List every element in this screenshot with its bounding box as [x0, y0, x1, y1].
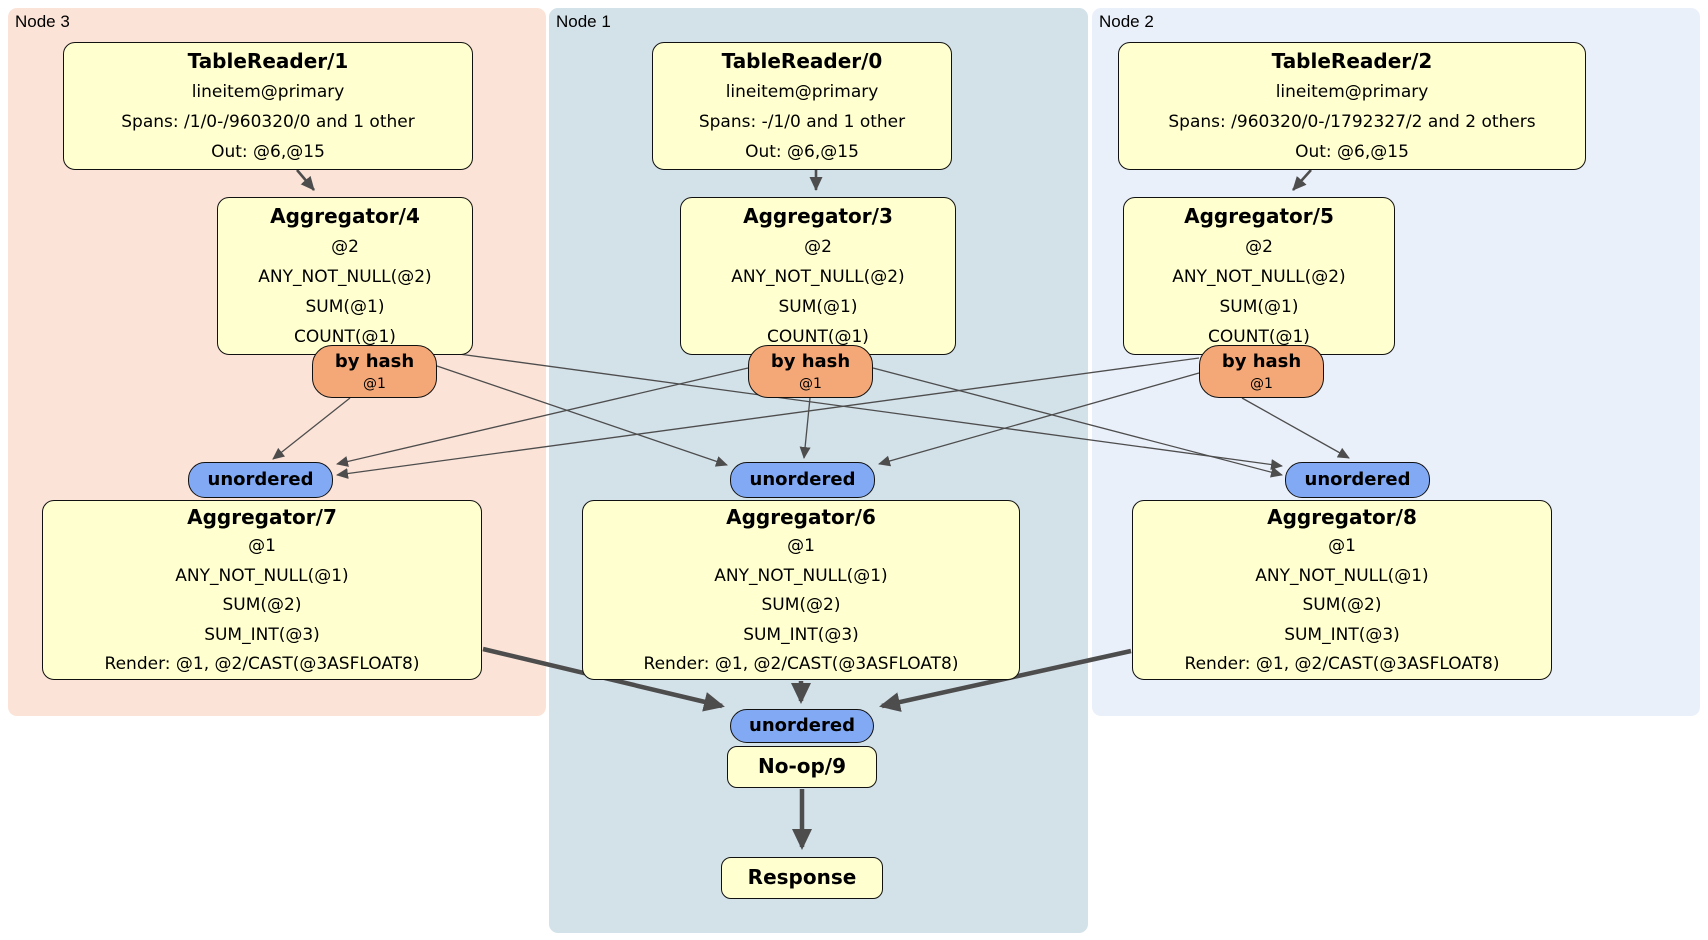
operator-title: Aggregator/5	[1184, 204, 1334, 228]
operator-detail: SUM(@2)	[761, 595, 841, 615]
router-label: by hash	[770, 351, 851, 372]
aggregator-3-box: Aggregator/3 @2 ANY_NOT_NULL(@2) SUM(@1)…	[680, 197, 956, 355]
operator-detail: ANY_NOT_NULL(@1)	[175, 565, 349, 586]
operator-detail: SUM(@1)	[778, 297, 858, 317]
operator-title: TableReader/1	[187, 49, 349, 73]
edge-router-n3-to-sync-n1	[436, 365, 728, 467]
aggregator-4-box: Aggregator/4 @2 ANY_NOT_NULL(@2) SUM(@1)…	[217, 197, 473, 355]
router-detail: @1	[363, 376, 386, 392]
router-by-hash-node3: by hash @1	[312, 345, 437, 398]
operator-detail: ANY_NOT_NULL(@2)	[258, 267, 432, 287]
operator-detail: Render: @1, @2/CAST(@3ASFLOAT8)	[1184, 654, 1500, 674]
operator-detail: SUM_INT(@3)	[743, 624, 859, 645]
edge-tr1-to-agg4	[296, 169, 315, 191]
operator-detail: Spans: -/1/0 and 1 other	[698, 112, 906, 132]
edge-router-n1-to-sync-n1	[799, 397, 811, 459]
router-label: by hash	[1221, 351, 1302, 372]
tablereader-2-box: TableReader/2 lineitem@primary Spans: /9…	[1118, 42, 1586, 170]
operator-title: Aggregator/7	[187, 505, 337, 529]
edge-router-n2-to-sync-n1	[878, 372, 1200, 467]
operator-detail: Out: @6,@15	[745, 142, 859, 162]
operator-detail: @1	[248, 536, 276, 556]
edge-router-n3-to-sync-n2	[436, 350, 1283, 470]
tablereader-0-box: TableReader/0 lineitem@primary Spans: -/…	[652, 42, 952, 170]
operator-detail: ANY_NOT_NULL(@1)	[714, 565, 888, 586]
operator-detail: SUM(@1)	[1219, 297, 1299, 317]
operator-detail: ANY_NOT_NULL(@2)	[731, 267, 905, 287]
region-label-node-3: Node 3	[15, 12, 70, 31]
sync-unordered-node3: unordered	[188, 462, 333, 498]
operator-detail: SUM_INT(@3)	[1284, 624, 1400, 645]
router-detail: @1	[1250, 376, 1273, 392]
operator-detail: COUNT(@1)	[294, 327, 396, 347]
tablereader-1-box: TableReader/1 lineitem@primary Spans: /1…	[63, 42, 473, 170]
edge-router-n3-to-sync-n3	[272, 397, 351, 460]
operator-detail: SUM(@2)	[222, 595, 302, 615]
operator-detail: COUNT(@1)	[767, 327, 869, 347]
operator-title: TableReader/0	[721, 49, 883, 73]
operator-detail: @1	[787, 536, 815, 556]
edge-tr2-to-agg5	[1292, 169, 1312, 191]
operator-detail: lineitem@primary	[1275, 82, 1429, 102]
operator-title: Aggregator/4	[270, 204, 420, 228]
router-by-hash-node2: by hash @1	[1199, 345, 1324, 398]
operator-detail: ANY_NOT_NULL(@1)	[1255, 565, 1429, 586]
operator-detail: SUM_INT(@3)	[204, 624, 320, 645]
sync-unordered-final: unordered	[730, 709, 874, 743]
region-label-node-1: Node 1	[556, 12, 611, 31]
operator-title: Aggregator/8	[1267, 505, 1417, 529]
operator-detail: SUM(@1)	[305, 297, 385, 317]
operator-detail: Spans: /1/0-/960320/0 and 1 other	[121, 112, 415, 132]
operator-title: No-op/9	[757, 754, 847, 778]
operator-title: Aggregator/6	[726, 505, 876, 529]
aggregator-5-box: Aggregator/5 @2 ANY_NOT_NULL(@2) SUM(@1)…	[1123, 197, 1395, 355]
operator-detail: @2	[804, 237, 832, 257]
router-label: by hash	[334, 351, 415, 372]
edge-router-n1-to-sync-n2	[872, 367, 1283, 478]
response-box: Response	[721, 857, 883, 899]
aggregator-6-box: Aggregator/6 @1 ANY_NOT_NULL(@1) SUM(@2)…	[582, 500, 1020, 680]
router-by-hash-node1: by hash @1	[748, 345, 873, 398]
operator-detail: Spans: /960320/0-/1792327/2 and 2 others	[1168, 112, 1536, 132]
operator-detail: Render: @1, @2/CAST(@3ASFLOAT8)	[104, 654, 420, 674]
operator-detail: lineitem@primary	[191, 82, 345, 102]
operator-detail: COUNT(@1)	[1208, 327, 1310, 347]
operator-title: Aggregator/3	[743, 204, 893, 228]
operator-detail: SUM(@2)	[1302, 595, 1382, 615]
sync-unordered-node2: unordered	[1285, 462, 1430, 498]
noop-9-box: No-op/9	[727, 746, 877, 788]
operator-detail: Out: @6,@15	[1295, 142, 1409, 162]
router-detail: @1	[799, 376, 822, 392]
operator-detail: ANY_NOT_NULL(@2)	[1172, 267, 1346, 287]
sync-unordered-node1: unordered	[730, 462, 875, 498]
operator-title: TableReader/2	[1271, 49, 1433, 73]
operator-detail: lineitem@primary	[725, 82, 879, 102]
edge-router-n2-to-sync-n3	[336, 357, 1200, 479]
aggregator-8-box: Aggregator/8 @1 ANY_NOT_NULL(@1) SUM(@2)…	[1132, 500, 1552, 680]
operator-title: Response	[747, 865, 857, 889]
edge-router-n2-to-sync-n2	[1241, 397, 1350, 459]
operator-detail: @2	[1245, 237, 1273, 257]
operator-detail: Render: @1, @2/CAST(@3ASFLOAT8)	[643, 654, 959, 674]
operator-detail: @2	[331, 237, 359, 257]
aggregator-7-box: Aggregator/7 @1 ANY_NOT_NULL(@1) SUM(@2)…	[42, 500, 482, 680]
operator-detail: @1	[1328, 536, 1356, 556]
region-label-node-2: Node 2	[1099, 12, 1154, 31]
operator-detail: Out: @6,@15	[211, 142, 325, 162]
edge-router-n1-to-sync-n3	[336, 367, 749, 467]
